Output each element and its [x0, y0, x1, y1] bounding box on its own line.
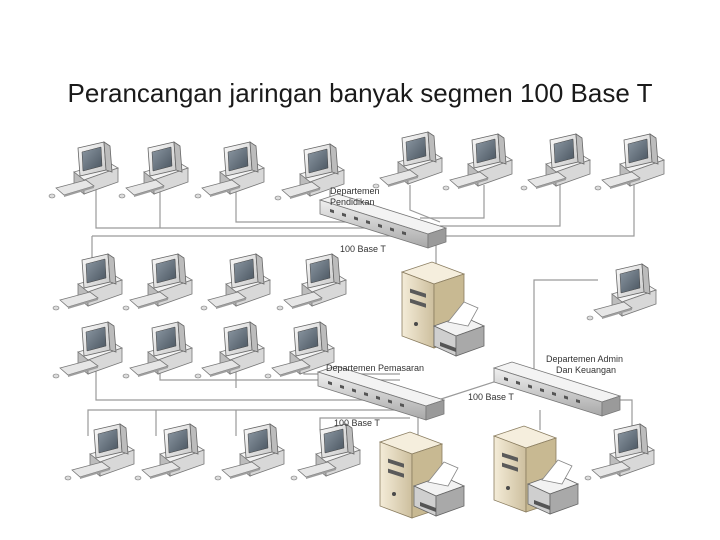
workstations-row-3	[52, 321, 335, 379]
desktop-computer-icon	[264, 321, 335, 379]
desktop-computer-icon	[48, 141, 119, 199]
desktop-computer-icon	[134, 423, 205, 481]
desktop-computer-icon	[122, 253, 193, 311]
dept-admin-label: Departemen Admin	[546, 354, 623, 364]
dept-pendidikan-label: Pendidikan	[330, 197, 375, 207]
desktop-computer-icon	[586, 263, 657, 321]
segment-type-label: 100 Base T	[468, 392, 514, 402]
desktop-computer-icon	[52, 253, 123, 311]
segment-type-label: 100 Base T	[334, 418, 380, 428]
dept-pendidikan-label: Departemen	[330, 186, 380, 196]
desktop-computer-icon	[194, 321, 265, 379]
desktop-computer-icon	[118, 141, 189, 199]
desktop-computer-icon	[584, 423, 655, 481]
workstations-row-2	[52, 253, 657, 321]
dept-admin-label: Dan Keuangan	[556, 365, 616, 375]
desktop-computer-icon	[442, 133, 513, 191]
desktop-computer-icon	[520, 133, 591, 191]
desktop-computer-icon	[194, 141, 265, 199]
desktop-computer-icon	[64, 423, 135, 481]
desktop-computer-icon	[52, 321, 123, 379]
desktop-computer-icon	[122, 321, 193, 379]
desktop-computer-icon	[214, 423, 285, 481]
desktop-computer-icon	[276, 253, 347, 311]
desktop-computer-icon	[200, 253, 271, 311]
segment-type-label: 100 Base T	[340, 244, 386, 254]
dept-pemasaran-label: Departemen Pemasaran	[326, 363, 424, 373]
desktop-computer-icon	[372, 131, 443, 189]
slide-title: Perancangan jaringan banyak segmen 100 B…	[67, 78, 653, 108]
desktop-computer-icon	[290, 423, 361, 481]
desktop-computer-icon	[594, 133, 665, 191]
